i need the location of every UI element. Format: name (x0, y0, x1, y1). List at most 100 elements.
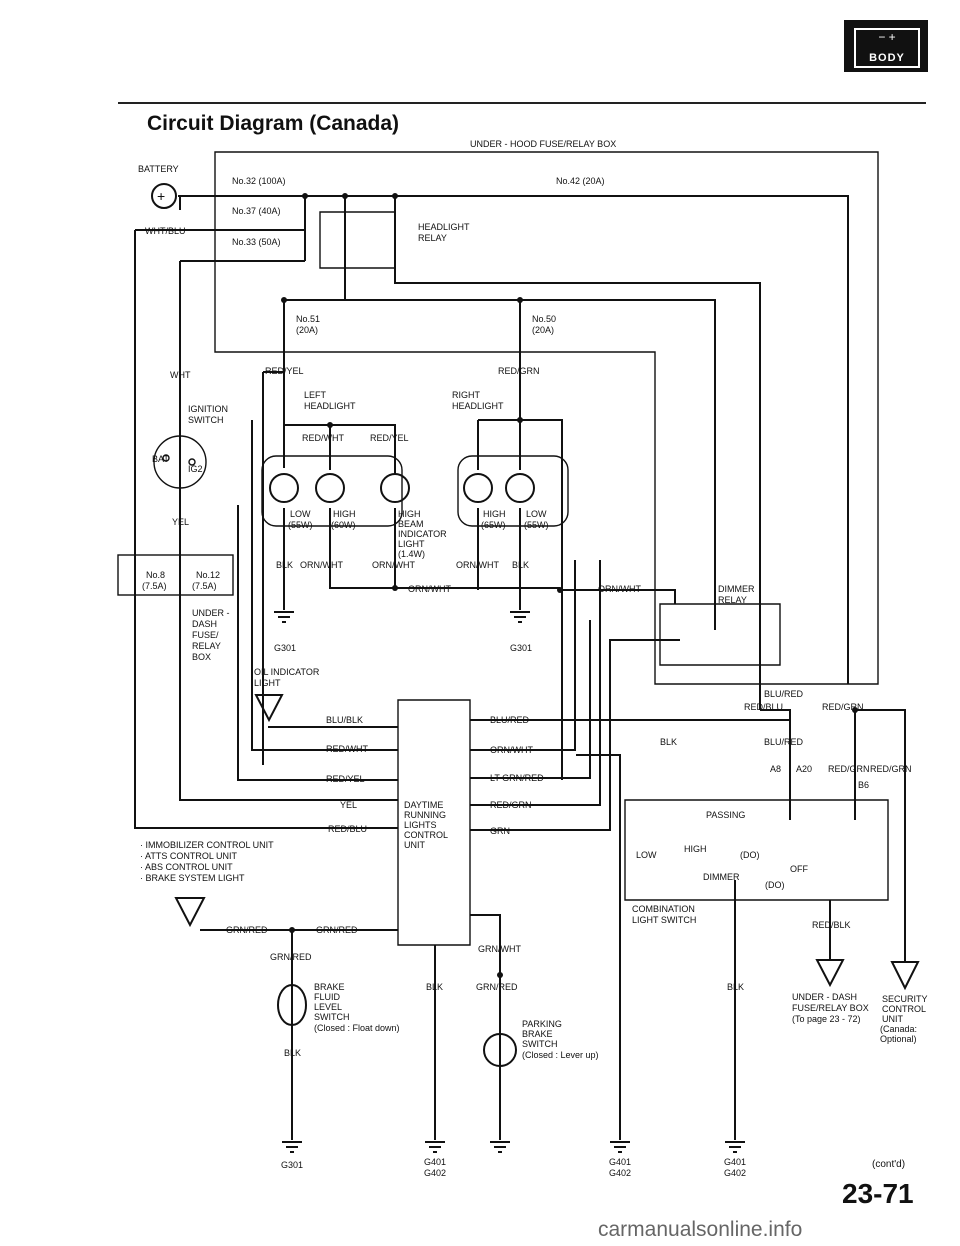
lbl-udb2c: (To page 23 - 72) (792, 1014, 861, 1024)
lbl-drl3: LIGHTS (404, 820, 437, 830)
lbl-rlow: LOW (526, 509, 547, 519)
lbl-sec1: SECURITY (882, 994, 928, 1004)
battery-icon: − + BODY (854, 28, 920, 68)
lbl-imm3: · ABS CONTROL UNIT (140, 862, 233, 872)
wires (134, 151, 906, 1140)
lbl-rlow-w: (55W) (524, 520, 549, 530)
lbl-bfl3: LEVEL (314, 1002, 342, 1012)
lbl-hbi1: HIGH (398, 509, 421, 519)
lbl-fuse32: No.32 (100A) (232, 176, 286, 186)
ground-symbols (274, 611, 745, 1153)
lbl-l-red-blu: RED/BLU (328, 824, 367, 834)
lbl-g301a: G301 (274, 643, 296, 653)
lbl-drl1: DAYTIME (404, 800, 443, 810)
lbl-oil2: LIGHT (254, 678, 281, 688)
lbl-l-red-wht: RED/WHT (326, 744, 368, 754)
lbl-grnred3: GRN/RED (270, 952, 312, 962)
lbl-lhead2: HEADLIGHT (304, 401, 356, 411)
lbl-g402b: G402 (609, 1168, 631, 1178)
lbl-blk-combo: BLK (727, 982, 744, 992)
lbl-udb2b: FUSE/RELAY BOX (792, 1003, 869, 1013)
lbl-red-blk: RED/BLK (812, 920, 851, 930)
lbl-pbs2: BRAKE (522, 1029, 553, 1039)
lbl-battery: BATTERY (138, 164, 179, 174)
lbl-bfl4: SWITCH (314, 1012, 350, 1022)
lbl-pbs1: PARKING (522, 1019, 562, 1029)
lbl-sec4: (Canada: (880, 1024, 917, 1034)
lbl-wht-blu: WHT/BLU (145, 226, 186, 236)
lbl-bfl2: FLUID (314, 992, 341, 1002)
lbl-ig2: IG2 (188, 464, 203, 474)
lbl-high-w: (60W) (331, 520, 356, 530)
lbl-b6: B6 (858, 780, 869, 790)
parking-brake-switch (483, 1033, 517, 1067)
lbl-yel: YEL (172, 517, 189, 527)
lbl-drl4: CONTROL (404, 830, 448, 840)
lbl-low-w: (55W) (288, 520, 313, 530)
lbl-fuse8b: (7.5A) (142, 581, 167, 591)
lbl-sec2: CONTROL (882, 1004, 926, 1014)
lbl-g402c: G402 (724, 1168, 746, 1178)
lbl-oil1: OIL INDICATOR (254, 667, 320, 677)
lbl-ign2: SWITCH (188, 415, 224, 425)
lbl-r-lt-grn-red: LT GRN/RED (490, 773, 544, 783)
battery-terminals: − + (878, 30, 896, 44)
lbl-red-wht: RED/WHT (302, 433, 344, 443)
lbl-g301c: G301 (281, 1160, 303, 1170)
lbl-g402a: G402 (424, 1168, 446, 1178)
lbl-g301b: G301 (510, 643, 532, 653)
brake-fluid-switch (277, 984, 307, 1026)
lbl-grnred2: GRN/RED (316, 925, 358, 935)
lbl-ornwht3: ORN/WHT (456, 560, 499, 570)
lbl-rhead2: HEADLIGHT (452, 401, 504, 411)
lbl-dimmer2: RELAY (718, 595, 747, 605)
lbl-i-d0: (DO) (765, 880, 785, 890)
lbl-ornwht1: ORN/WHT (300, 560, 343, 570)
lbl-fuse50b: (20A) (532, 325, 554, 335)
lbl-g401a: G401 (424, 1157, 446, 1167)
lbl-dimmer1: DIMMER (718, 584, 755, 594)
lbl-blu-red-top: BLU/RED (764, 689, 804, 699)
header-rule (118, 102, 926, 104)
lbl-ornwht2: ORN/WHT (372, 560, 415, 570)
lbl-wht: WHT (170, 370, 191, 380)
badge-label: BODY (869, 52, 905, 64)
lbl-red-yel: RED/YEL (265, 366, 304, 376)
lbl-grnred4: GRN/RED (476, 982, 518, 992)
lbl-blk-bfl: BLK (284, 1048, 301, 1058)
lbl-pbs3: SWITCH (522, 1039, 558, 1049)
watermark: carmanualsonline.info (598, 1218, 803, 1241)
lbl-r-blu-red: BLU/RED (490, 715, 530, 725)
lbl-red-grn-r: RED/GRN (822, 702, 864, 712)
lbl-passing: PASSING (706, 810, 745, 820)
lbl-blu-red-r: BLU/RED (764, 737, 804, 747)
lbl-fuse12a: No.12 (196, 570, 220, 580)
lbl-fuse51a: No.51 (296, 314, 320, 324)
lbl-l-red-yel: RED/YEL (326, 774, 365, 784)
lbl-a8: A8 (770, 764, 781, 774)
lbl-imm1: · IMMOBILIZER CONTROL UNIT (140, 840, 274, 850)
lbl-hbi4: LIGHT (398, 539, 425, 549)
lbl-udb3: FUSE/ (192, 630, 219, 640)
lbl-high-sw: HIGH (684, 844, 707, 854)
underdash-fuse-box (117, 554, 234, 596)
lbl-rhead1: RIGHT (452, 390, 481, 400)
battery-symbol: + (151, 183, 177, 209)
lbl-l-blu-blk: BLU/BLK (326, 715, 363, 725)
lbl-udb5: BOX (192, 652, 211, 662)
lbl-fuse33: No.33 (50A) (232, 237, 281, 247)
lbl-l-yel: YEL (340, 800, 357, 810)
lbl-fuse12b: (7.5A) (192, 581, 217, 591)
lbl-low: LOW (290, 509, 311, 519)
lbl-red-grn-b: RED/GRN (870, 764, 912, 774)
lbl-imm2: · ATTS CONTROL UNIT (140, 851, 238, 861)
labels: UNDER - HOOD FUSE/RELAY BOX BATTERY No.3… (138, 139, 928, 1178)
lbl-udb2a: UNDER - DASH (792, 992, 857, 1002)
lbl-rhigh-w: (65W) (481, 520, 506, 530)
lbl-combo2: LIGHT SWITCH (632, 915, 696, 925)
lbl-ign1: IGNITION (188, 404, 228, 414)
lbl-g401c: G401 (724, 1157, 746, 1167)
lbl-pbs4: (Closed : Lever up) (522, 1050, 599, 1060)
lbl-underhood: UNDER - HOOD FUSE/RELAY BOX (470, 139, 616, 149)
